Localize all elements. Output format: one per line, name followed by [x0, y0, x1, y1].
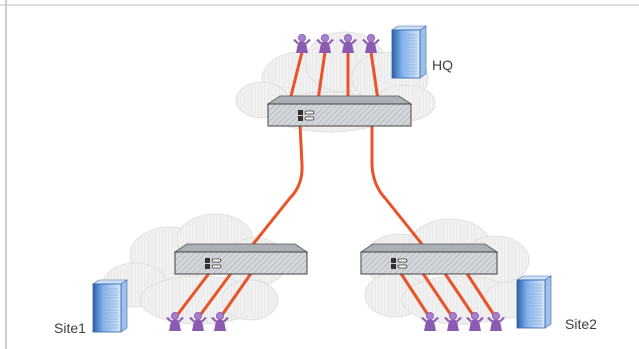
link-site2-user-3 [442, 270, 477, 320]
link-site2-user-1 [398, 270, 432, 320]
user-icon [466, 311, 484, 331]
site1-users [166, 311, 229, 331]
link-site1-user-2 [196, 270, 234, 320]
link-hq-user-1 [288, 50, 304, 102]
hq-server-icon [391, 25, 427, 79]
link-hq-user-4 [369, 50, 380, 102]
user-icon [293, 34, 311, 53]
site2-users [421, 311, 505, 331]
link-site2-user-4 [464, 270, 498, 320]
site1-security-appliance-icon [173, 243, 309, 275]
user-icon [444, 311, 462, 331]
site2-server-icon [516, 275, 552, 329]
user-icon [487, 311, 505, 331]
link-site2-user-2 [420, 270, 455, 320]
user-icon [189, 311, 207, 331]
links [173, 50, 498, 320]
user-icon [339, 34, 357, 53]
link-hq-to-site2 [370, 122, 427, 250]
hq-security-appliance-icon [266, 95, 413, 127]
link-site1-user-1 [173, 270, 212, 320]
site2-label: Site2 [565, 316, 597, 332]
link-site1-user-3 [218, 270, 254, 320]
hq-users [293, 34, 380, 53]
site2-security-appliance-icon [359, 243, 499, 275]
site1-server-icon [92, 279, 128, 333]
link-hq-user-2 [316, 50, 327, 102]
user-icon [362, 34, 380, 53]
user-icon [211, 311, 229, 331]
user-icon [316, 34, 334, 53]
site1-label: Site1 [54, 320, 86, 336]
user-icon [421, 311, 439, 331]
user-icon [166, 311, 184, 331]
hq-label: HQ [432, 57, 453, 73]
link-hq-to-site1 [248, 122, 304, 250]
